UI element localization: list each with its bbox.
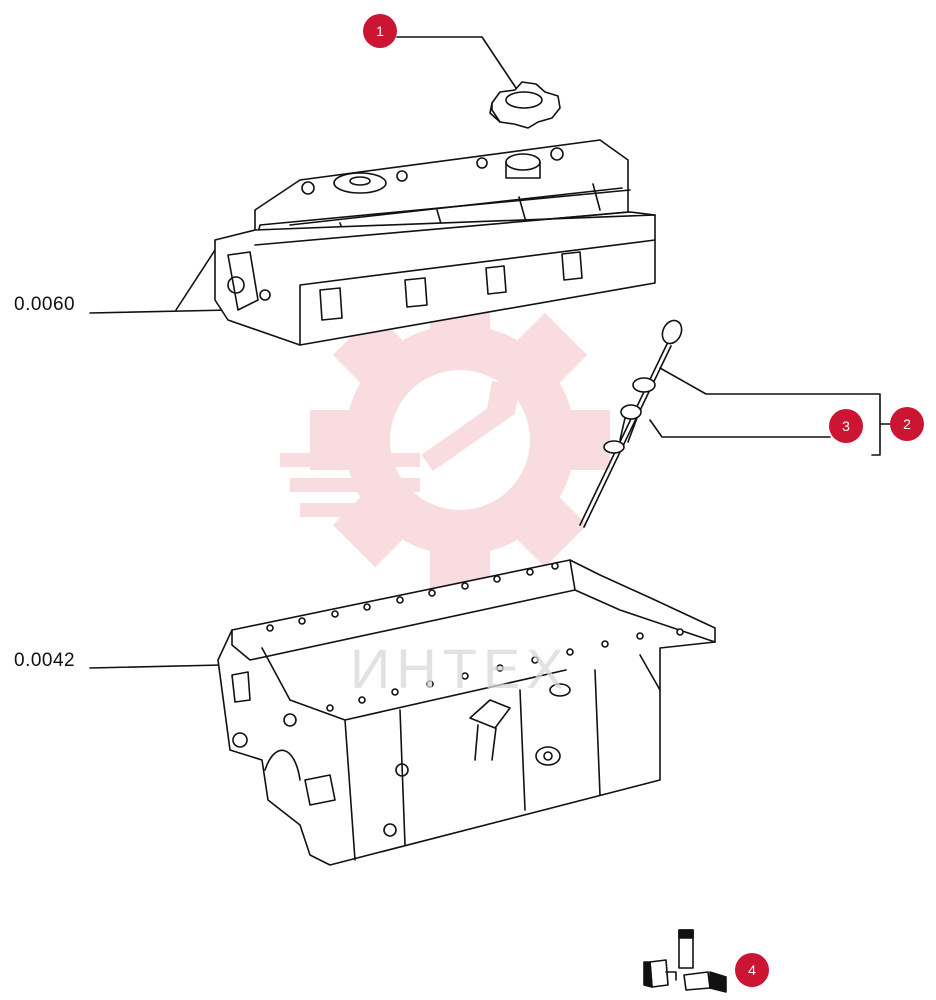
cylinder-head-assembly bbox=[214, 139, 656, 346]
reference-label-0042: 0.0042 bbox=[14, 650, 76, 671]
gasket-kit-icon bbox=[643, 929, 727, 993]
callout-4[interactable]: 4 bbox=[735, 953, 769, 987]
callout-2[interactable]: 2 bbox=[890, 407, 924, 441]
oil-dipstick bbox=[579, 319, 683, 528]
callout-1[interactable]: 1 bbox=[363, 14, 397, 48]
watermark-text: ИНТЕХ bbox=[350, 637, 570, 700]
reference-label-0060: 0.0060 bbox=[14, 294, 76, 315]
oil-filler-cap bbox=[489, 81, 561, 129]
callout-3[interactable]: 3 bbox=[829, 409, 863, 443]
crankcase-block bbox=[217, 559, 716, 866]
